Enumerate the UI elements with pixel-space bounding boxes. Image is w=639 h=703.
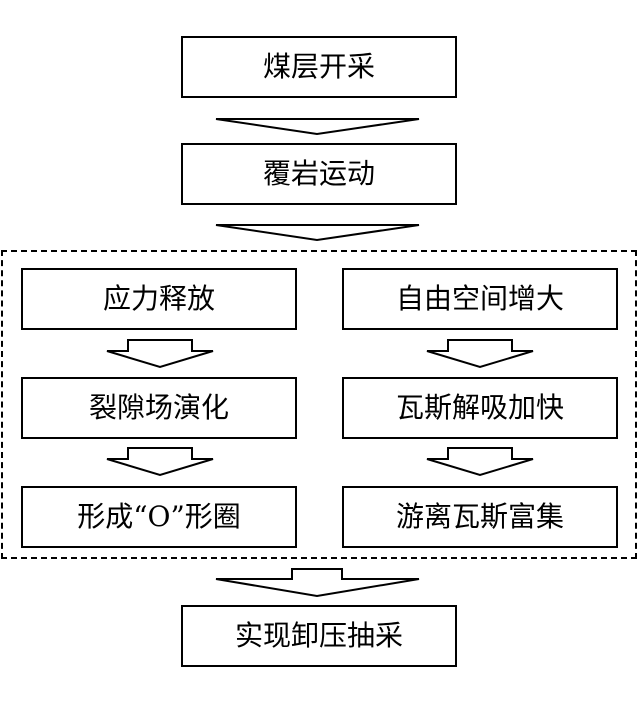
- arrow-down-2: [215, 224, 420, 242]
- box-free-gas-enrichment: 游离瓦斯富集: [342, 486, 618, 548]
- box-fracture-field-evolution: 裂隙场演化: [21, 377, 297, 439]
- box-coal-mining-label: 煤层开采: [262, 50, 375, 83]
- box-o-ring-formation: 形成“O”形圈: [21, 486, 297, 548]
- box-stress-release: 应力释放: [21, 268, 297, 330]
- box-free-gas-enrichment-label: 游离瓦斯富集: [395, 500, 564, 533]
- arrow-down-left-2: [106, 447, 214, 477]
- box-pressure-relief-extraction: 实现卸压抽采: [181, 605, 457, 667]
- box-stress-release-label: 应力释放: [102, 282, 215, 315]
- box-overburden-movement: 覆岩运动: [181, 143, 457, 205]
- box-fracture-field-evolution-label: 裂隙场演化: [88, 391, 229, 424]
- box-free-space-increase: 自由空间增大: [342, 268, 618, 330]
- arrow-down-right-2: [426, 447, 534, 477]
- arrow-down-1: [215, 118, 420, 136]
- dashed-group-container: [1, 250, 637, 559]
- box-gas-desorption-accelerates-label: 瓦斯解吸加快: [395, 391, 564, 424]
- box-overburden-movement-label: 覆岩运动: [262, 157, 375, 190]
- arrow-down-3: [215, 568, 420, 598]
- box-coal-mining: 煤层开采: [181, 36, 457, 98]
- box-o-ring-formation-label: 形成“O”形圈: [77, 500, 241, 533]
- box-pressure-relief-extraction-label: 实现卸压抽采: [234, 619, 403, 652]
- box-free-space-increase-label: 自由空间增大: [395, 282, 564, 315]
- arrow-down-left-1: [106, 339, 214, 369]
- arrow-down-right-1: [426, 339, 534, 369]
- box-gas-desorption-accelerates: 瓦斯解吸加快: [342, 377, 618, 439]
